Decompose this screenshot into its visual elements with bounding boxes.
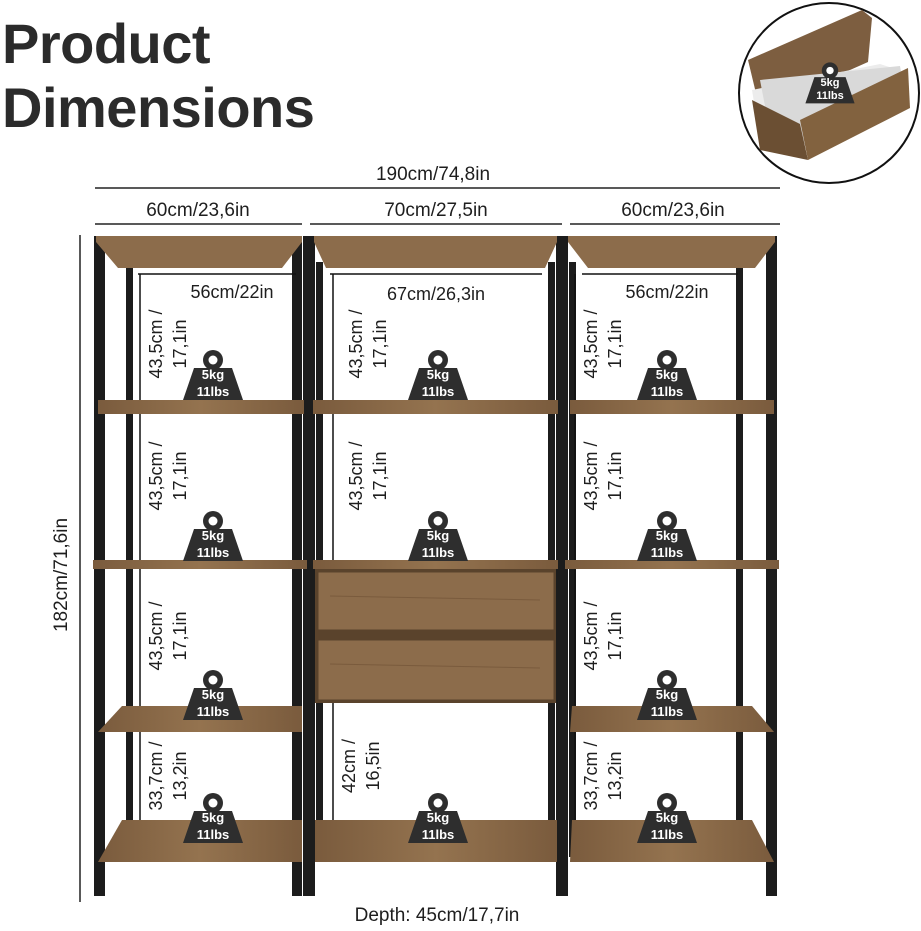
left-inner-width-label: 56cm/22in [190,282,273,302]
top-panels [96,236,775,268]
height-label-l3: 43,5cm / [146,601,166,670]
height-label-l1: 43,5cm / [146,309,166,378]
svg-text:5kg: 5kg [656,367,678,382]
svg-text:5kg: 5kg [202,687,224,702]
svg-text:5kg: 5kg [202,367,224,382]
svg-text:5kg: 5kg [202,528,224,543]
right-inner-width-label: 56cm/22in [625,282,708,302]
middle-width-label: 70cm/27,5in [384,200,488,221]
svg-text:11lbs: 11lbs [197,827,230,842]
vertical-measure-lines [139,274,576,820]
svg-text:11lbs: 11lbs [197,384,230,399]
svg-text:11lbs: 11lbs [197,704,230,719]
height-label-r3b: 17,1in [605,611,625,660]
svg-text:11lbs: 11lbs [651,545,684,560]
right-width-label: 60cm/23,6in [621,200,725,221]
height-label-r4b: 13,2in [605,751,625,800]
weight-badge: 5kg 11lbs [637,350,697,400]
title-line-2: Dimensions [2,76,315,139]
height-label-r2b: 17,1in [605,451,625,500]
height-dimension: 182cm/71,6in [51,235,81,902]
height-label-m4b: 16,5in [363,741,383,790]
height-label-m2b: 17,1in [370,451,390,500]
svg-text:11lbs: 11lbs [422,545,455,560]
weight-badge: 5kg 11lbs [408,350,468,400]
drawer-inset: 5kg 11lbs [738,2,920,184]
height-label-l4b: 13,2in [170,751,190,800]
svg-text:5kg: 5kg [427,810,449,825]
weight-badge: 5kg 11lbs [183,511,243,561]
shelf-height-labels: 43,5cm /17,1in 43,5cm /17,1in 43,5cm /17… [146,309,625,810]
weight-badge: 5kg 11lbs [408,793,468,843]
height-label-l2: 43,5cm / [146,441,166,510]
svg-text:5kg: 5kg [656,528,678,543]
page-title: Product Dimensions [2,12,315,140]
svg-text:11lbs: 11lbs [651,827,684,842]
left-width-label: 60cm/23,6in [146,200,250,221]
height-label-r1b: 17,1in [605,319,625,368]
height-label-r1: 43,5cm / [581,309,601,378]
weight-badge: 5kg 11lbs [183,670,243,720]
svg-text:11lbs: 11lbs [651,704,684,719]
height-label-m4: 42cm / [339,739,359,793]
svg-text:11lbs: 11lbs [197,545,230,560]
height-label-l2b: 17,1in [170,451,190,500]
svg-text:11lbs: 11lbs [651,384,684,399]
svg-text:11lbs: 11lbs [422,384,455,399]
svg-text:5kg: 5kg [427,367,449,382]
inner-widths: 56cm/22in 67cm/26,3in 56cm/22in [138,273,738,304]
weight-badge: 5kg 11lbs [637,670,697,720]
total-width-label: 190cm/74,8in [376,164,490,185]
middle-inner-width-label: 67cm/26,3in [387,284,485,304]
height-label-m2: 43,5cm / [346,441,366,510]
title-line-1: Product [2,12,211,75]
svg-text:11lbs: 11lbs [422,827,455,842]
inset-weight-lbs: 11lbs [816,90,844,102]
height-label-l3b: 17,1in [170,611,190,660]
svg-text:5kg: 5kg [427,528,449,543]
height-label: 182cm/71,6in [51,518,72,632]
height-label-m1b: 17,1in [370,319,390,368]
weight-badges: 5kg 11lbs 5kg 11lbs 5kg 11lbs 5kg 11lbs 5kg 1… [183,350,697,843]
weight-badge: 5kg 11lbs [408,511,468,561]
svg-text:5kg: 5kg [656,687,678,702]
height-label-r4: 33,7cm / [581,741,601,810]
drawers [315,569,556,703]
height-label-r2: 43,5cm / [581,441,601,510]
width-dimensions: 190cm/74,8in 60cm/23,6in 70cm/27,5in 60c… [95,164,780,225]
depth-label: Depth: 45cm/17,7in [355,905,520,926]
height-label-l1b: 17,1in [170,319,190,368]
weight-badge: 5kg 11lbs [637,793,697,843]
inset-weight-kg: 5kg [821,77,840,89]
weight-badge: 5kg 11lbs [183,350,243,400]
height-label-r3: 43,5cm / [581,601,601,670]
weight-badge: 5kg 11lbs [183,793,243,843]
svg-text:5kg: 5kg [202,810,224,825]
svg-text:5kg: 5kg [656,810,678,825]
height-label-m1: 43,5cm / [346,309,366,378]
weight-badge: 5kg 11lbs [637,511,697,561]
height-label-l4: 33,7cm / [146,741,166,810]
